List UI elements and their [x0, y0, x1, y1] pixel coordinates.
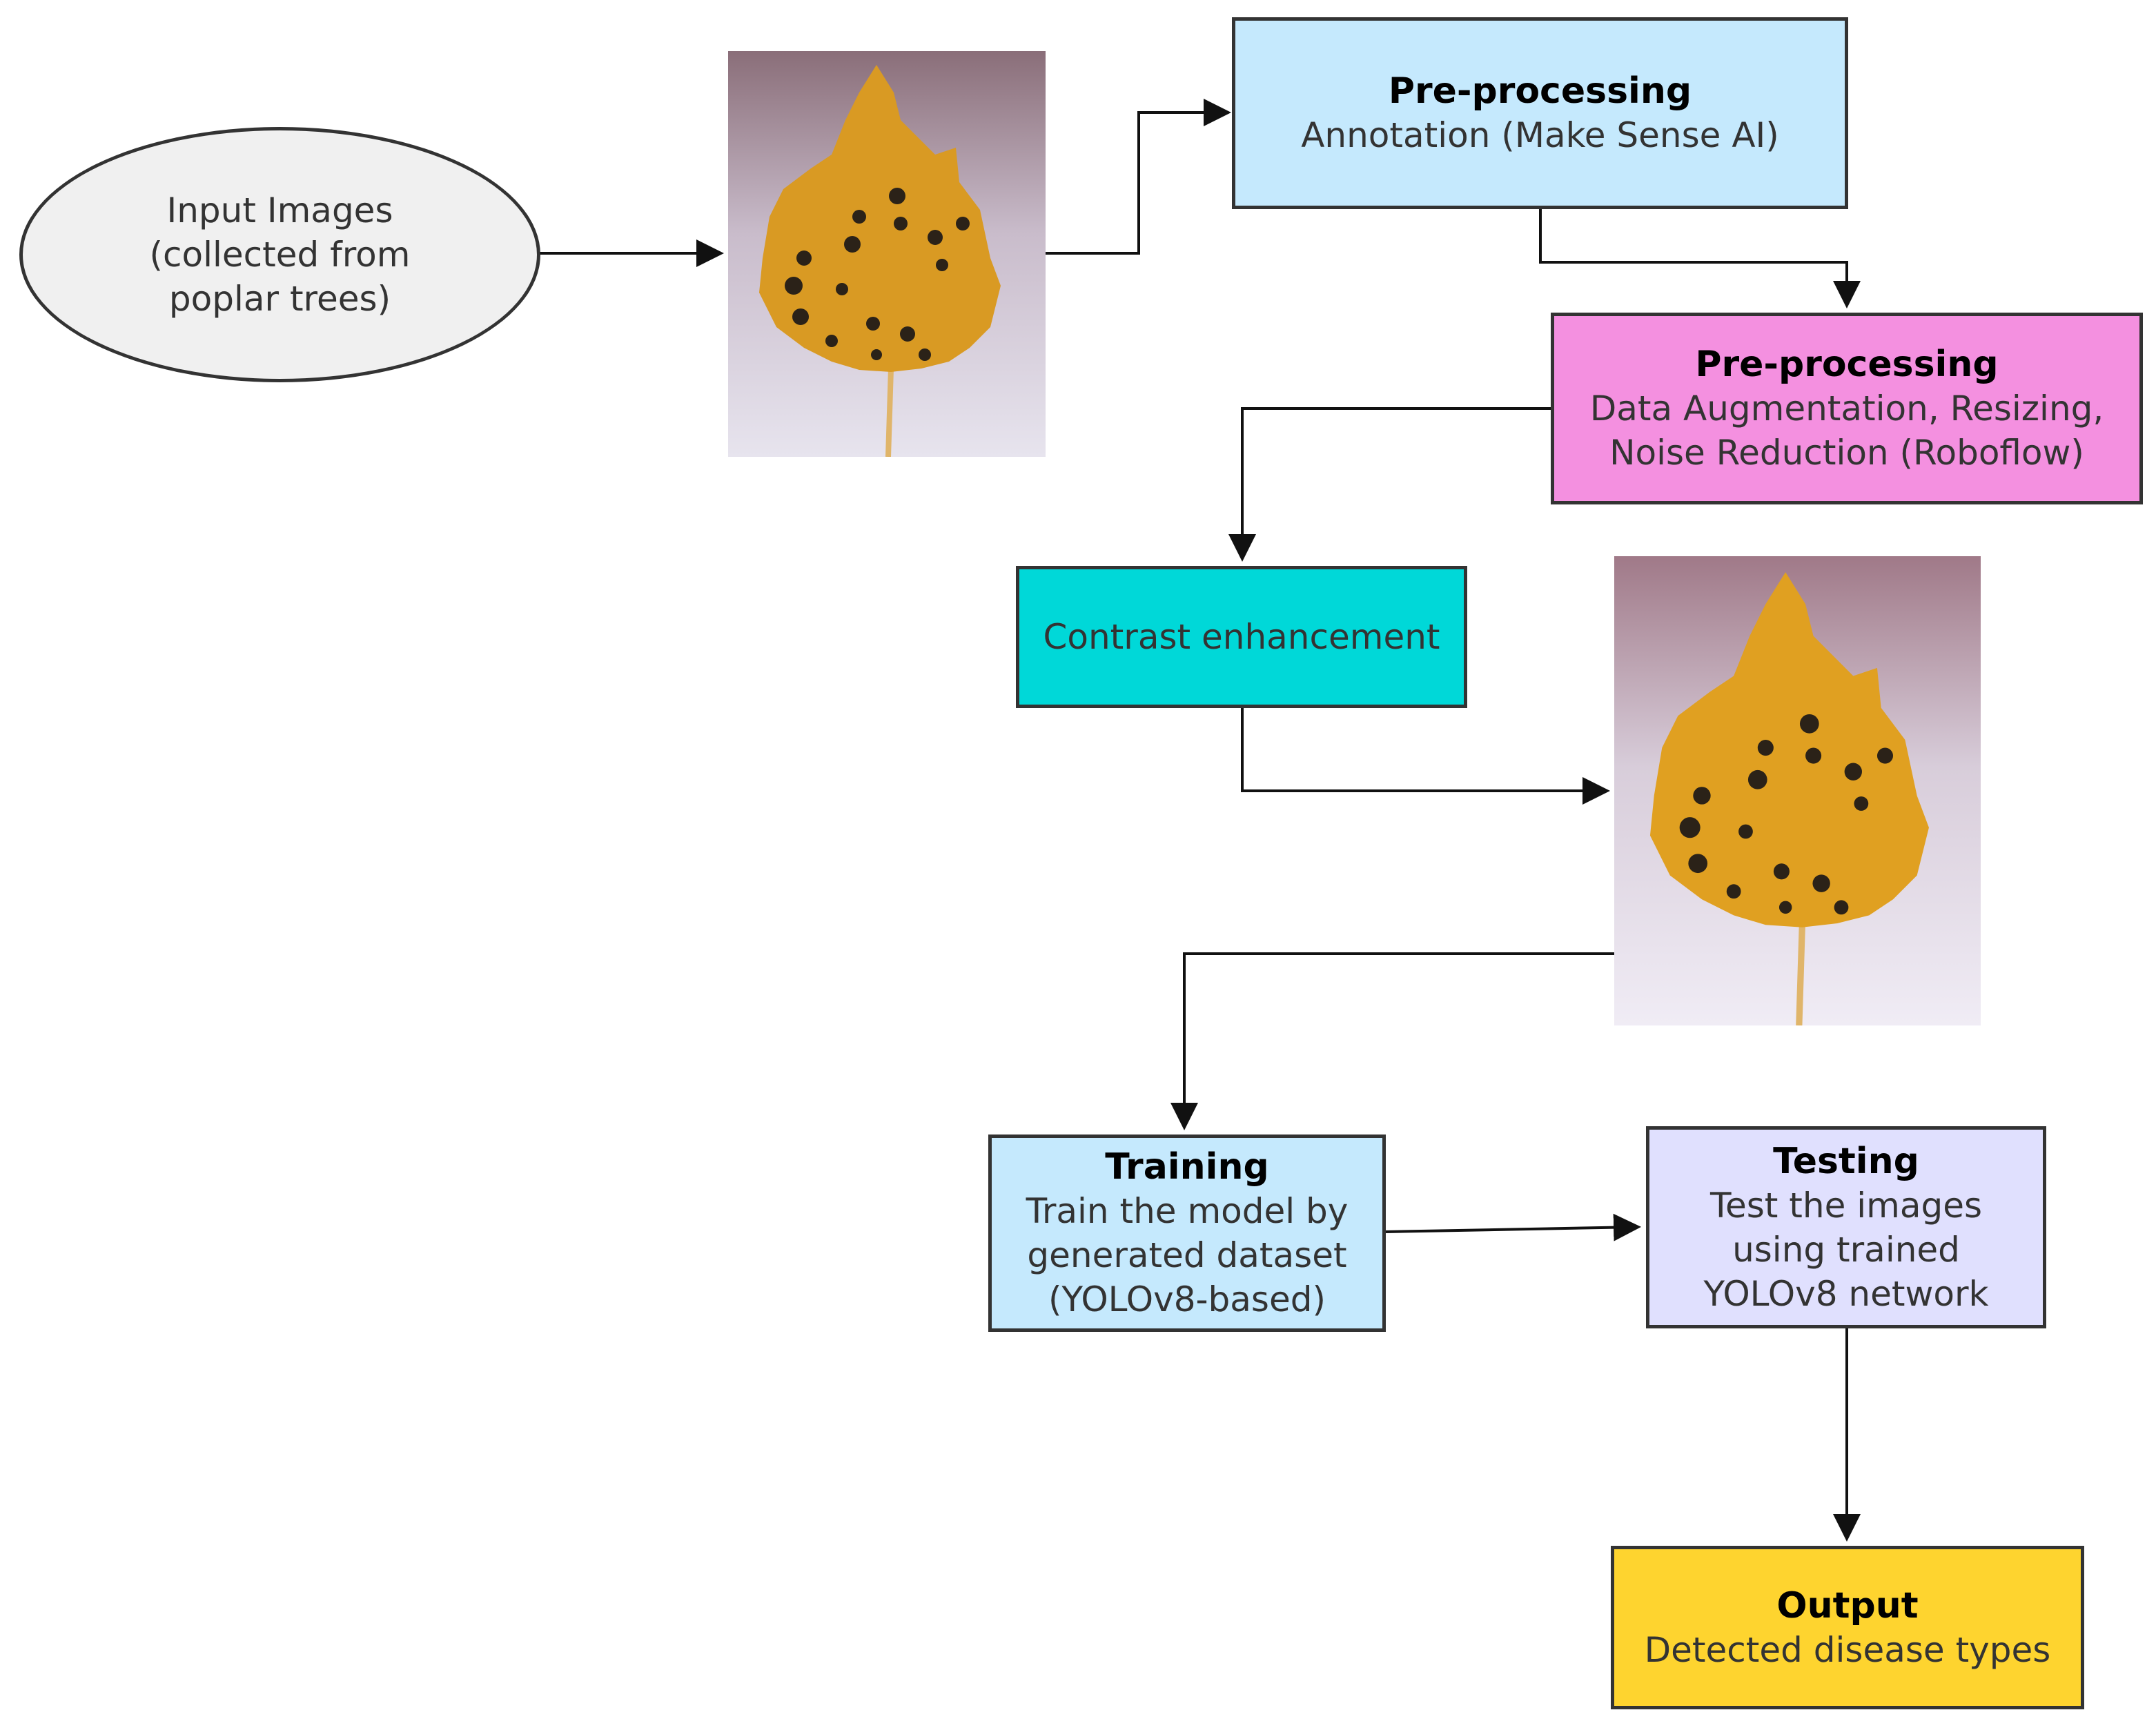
arrow-leaf-to-training [1170, 952, 1614, 1130]
arrow-training-to-testing [1384, 1213, 1641, 1241]
arrow-augmentation-to-contrast [1228, 407, 1553, 562]
annotation-step: Pre-processing Annotation (Make Sense AI… [1232, 17, 1848, 209]
input-images-label: Input Images (collected from poplar tree… [149, 190, 411, 319]
output-desc: Detected disease types [1644, 1629, 2051, 1670]
testing-desc: Test the images using trained YOLOv8 net… [1703, 1185, 1989, 1314]
contrast-enhancement-label: Contrast enhancement [1043, 617, 1440, 657]
arrow-contrast-to-leaf [1241, 707, 1610, 805]
leaf-illustration-enhanced [1649, 572, 1929, 1025]
training-step: Training Train the model by generated da… [988, 1134, 1386, 1332]
leaf-image-original [728, 51, 1046, 457]
arrow-annotation-to-augmentation [1539, 208, 1861, 308]
output-title: Output [1776, 1584, 1919, 1627]
augmentation-desc: Data Augmentation, Resizing, Noise Reduc… [1589, 389, 2104, 473]
testing-title: Testing [1773, 1140, 1919, 1182]
leaf-image-enhanced [1614, 556, 1981, 1025]
output-step: Output Detected disease types [1611, 1546, 2084, 1709]
leaf-illustration [759, 65, 1001, 457]
testing-step: Testing Test the images using trained YO… [1646, 1126, 2046, 1328]
augmentation-title: Pre-processing [1695, 344, 1999, 385]
arrow-leaf-to-annotation [1046, 99, 1231, 255]
annotation-title: Pre-processing [1388, 70, 1692, 112]
training-title: Training [1105, 1146, 1269, 1188]
contrast-enhancement-step: Contrast enhancement [1016, 566, 1467, 708]
leaf-blade-enhanced [1649, 572, 1929, 927]
augmentation-step: Pre-processing Data Augmentation, Resizi… [1551, 313, 2143, 504]
annotation-desc: Annotation (Make Sense AI) [1301, 115, 1779, 155]
leaf-blade [759, 65, 1001, 372]
training-desc: Train the model by generated dataset (YO… [1026, 1191, 1349, 1319]
input-images-node: Input Images (collected from poplar tree… [19, 127, 540, 382]
